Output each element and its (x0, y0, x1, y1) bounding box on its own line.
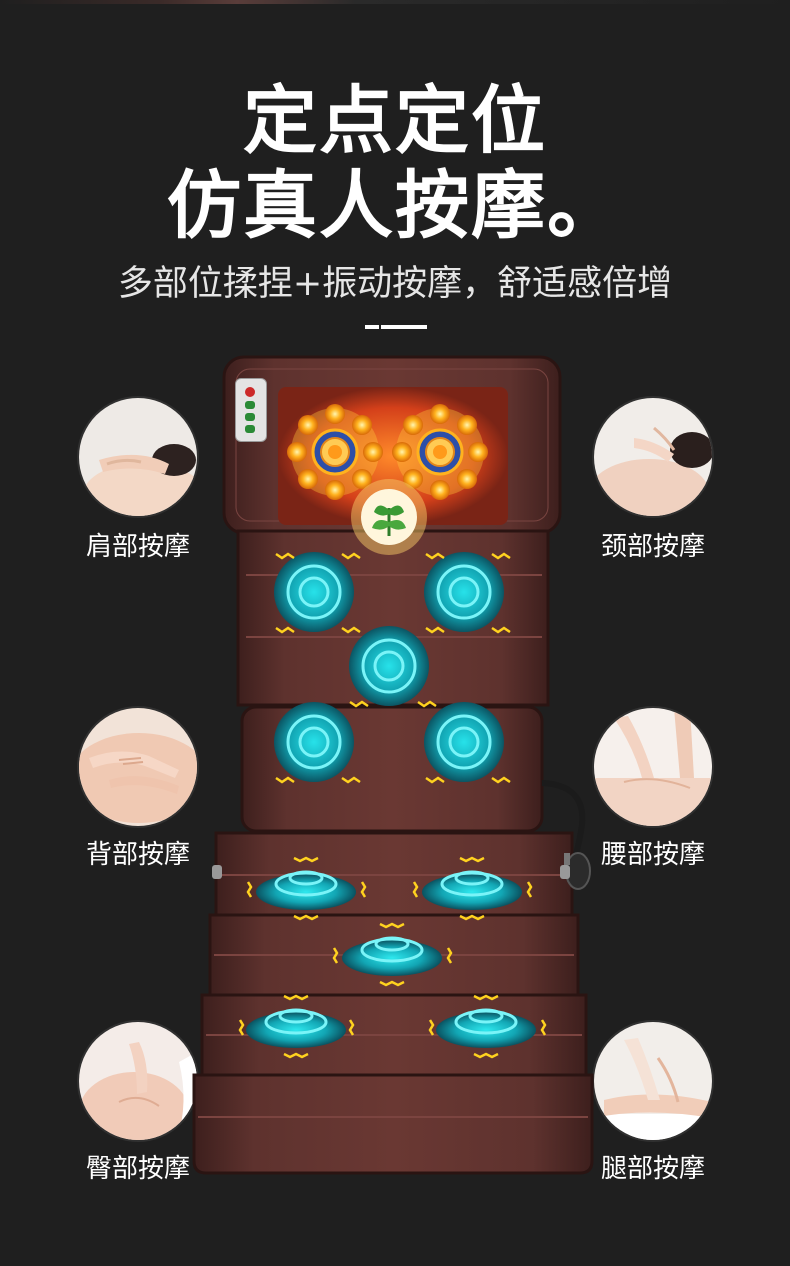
hip-massage-label: 臀部按摩 (85, 1154, 190, 1184)
top-edge-strip (0, 0, 790, 4)
hip-massage-photo (79, 1022, 197, 1140)
remote-controller-icon (235, 378, 267, 442)
headline-subtitle: 多部位揉捏+振动按摩，舒适感倍增 (117, 264, 673, 304)
neck-massage-label: 颈部按摩 (600, 532, 705, 562)
headline-line-2: 仿真人按摩。 (167, 163, 623, 249)
neck-massage-photo (594, 398, 712, 516)
leg-massage-photo (594, 1022, 712, 1140)
back-massage-photo (79, 708, 197, 826)
vibration-wave-icon (262, 546, 532, 792)
herb-leaf-icon (350, 478, 428, 556)
vibration-disc-group (236, 852, 556, 1066)
leg-massage-label: 腿部按摩 (600, 1154, 705, 1184)
heat-node-icon (280, 394, 490, 514)
waist-massage-photo (594, 708, 712, 826)
shoulder-massage-label: 肩部按摩 (85, 532, 190, 562)
back-massage-label: 背部按摩 (85, 840, 190, 870)
divider-dash-long (381, 325, 427, 329)
headline-line-1: 定点定位 (243, 78, 547, 164)
waist-massage-label: 腰部按摩 (600, 840, 705, 870)
divider-dash-short (365, 325, 379, 329)
shoulder-massage-photo (79, 398, 197, 516)
